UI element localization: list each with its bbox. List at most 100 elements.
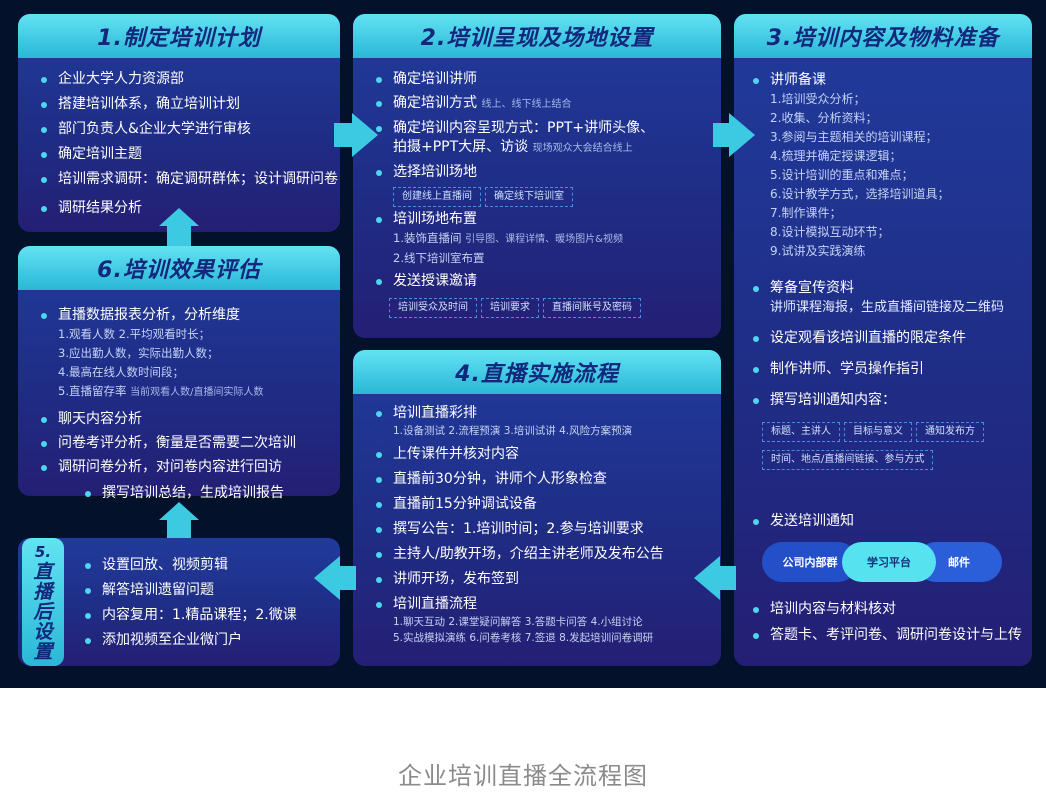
list-item: 确定培训主题 bbox=[40, 145, 330, 164]
sub-item-note: 当前观看人数/直播间实际人数 bbox=[130, 387, 264, 398]
tag: 通知发布方 bbox=[916, 422, 984, 442]
arrow-head bbox=[729, 113, 755, 157]
tag: 直播间账号及密码 bbox=[543, 298, 641, 318]
list-item: 制作讲师、学员操作指引 bbox=[752, 360, 1028, 379]
box-plan-content: 企业大学人力资源部 搭建培训体系，确立培训计划 部门负责人&企业大学进行审核 确… bbox=[40, 70, 338, 218]
sub-item: 7.制作课件； bbox=[770, 206, 842, 220]
sub-item: 讲师课程海报，生成直播间链接及二维码 bbox=[770, 300, 1005, 315]
arrow-head bbox=[159, 502, 199, 520]
tag-row: 培训受众及时间培训要求直播间账号及密码 bbox=[375, 295, 711, 318]
list-item: 上传课件并核对内容 bbox=[375, 445, 711, 464]
flowchart-canvas: 1.制定培训计划 企业大学人力资源部 搭建培训体系，确立培训计划 部门负责人&企… bbox=[0, 0, 1046, 688]
box-evaluation-title: 6.培训效果评估 bbox=[18, 246, 340, 290]
title-char: 设 bbox=[33, 621, 53, 643]
sub-item: 5.实战模拟演练 6.问卷考核 7.签退 8.发起培训问卷调研 bbox=[393, 632, 654, 644]
sub-item: 3.应出勤人数，实际出勤人数； bbox=[58, 346, 219, 360]
tag: 培训受众及时间 bbox=[389, 298, 477, 318]
box-live-process: 4.直播实施流程 培训直播彩排 1.设备测试 2.流程预演 3.培训试讲 4.风… bbox=[353, 350, 721, 666]
list-item: 培训直播彩排 bbox=[375, 404, 711, 423]
list-item: 筹备宣传资料 bbox=[752, 279, 1028, 298]
list-item: 培训内容与材料核对 bbox=[752, 600, 1032, 619]
arrow-head bbox=[314, 556, 340, 600]
sub-item: 8.设计模拟互动环节； bbox=[770, 225, 890, 239]
arrow-head bbox=[159, 208, 199, 226]
tag: 确定线下培训室 bbox=[485, 187, 573, 207]
list-item: 讲师开场，发布签到 bbox=[375, 570, 711, 589]
list-item: 确定培训内容呈现方式：PPT+讲师头像、 bbox=[375, 119, 711, 138]
tag: 目标与意义 bbox=[844, 422, 912, 442]
title-char: 直 bbox=[33, 561, 53, 583]
list-item: 发送授课邀请 bbox=[375, 272, 711, 291]
tag-row: 时间、地点/直播间链接、参与方式 bbox=[752, 447, 1028, 470]
sub-item: 5.直播留存率 当前观看人数/直播间实际人数 bbox=[40, 382, 330, 402]
list-item: 发送培训通知 bbox=[752, 512, 1028, 531]
list-item: 讲师备课 bbox=[752, 71, 1028, 90]
tag: 培训要求 bbox=[481, 298, 539, 318]
tag-row: 创建线上直播间确定线下培训室 bbox=[375, 184, 711, 207]
list-item: 添加视频至企业微门户 bbox=[84, 631, 330, 650]
sub-item: 1.观看人数 2.平均观看时长； bbox=[58, 327, 211, 341]
box-content-materials-content: 讲师备课 1.培训受众分析； 2.收集、分析资料； 3.参阅与主题相关的培训课程… bbox=[752, 71, 1028, 473]
box-presentation-venue: 2.培训呈现及场地设置 确定培训讲师 确定培训方式 线上、线下线上结合 确定培训… bbox=[353, 14, 721, 338]
box-presentation-venue-title: 2.培训呈现及场地设置 bbox=[353, 14, 721, 58]
title-char: 置 bbox=[33, 641, 53, 663]
list-item-label: 拍摄+PPT大屏、访谈 bbox=[393, 139, 529, 155]
sub-item: 5.设计培训的重点和难点； bbox=[770, 168, 914, 182]
diagram-caption: 企业培训直播全流程图 bbox=[398, 762, 648, 790]
arrow-head bbox=[352, 113, 378, 157]
arrow-head bbox=[694, 556, 720, 600]
title-char: 播 bbox=[33, 581, 53, 603]
list-item: 直播前15分钟调试设备 bbox=[375, 495, 711, 514]
box-post-live-content: 设置回放、视频剪辑 解答培训遗留问题 内容复用：1.精品课程；2.微课 添加视频… bbox=[84, 556, 330, 650]
list-item: 设置回放、视频剪辑 bbox=[84, 556, 330, 575]
list-item-label: 确定培训方式 bbox=[393, 95, 477, 111]
list-item: 答题卡、考评问卷、调研问卷设计与上传 bbox=[752, 626, 1032, 645]
arrow-shaft bbox=[167, 226, 191, 246]
box-presentation-venue-content: 确定培训讲师 确定培训方式 线上、线下线上结合 确定培训内容呈现方式：PPT+讲… bbox=[375, 70, 711, 321]
title-char: 5. bbox=[34, 543, 52, 561]
arrow-shaft bbox=[720, 566, 736, 590]
sub-item: 1.设备测试 2.流程预演 3.培训试讲 4.风险方案预演 bbox=[393, 425, 633, 437]
arrow-shaft bbox=[340, 566, 356, 590]
list-item: 搭建培训体系，确立培训计划 bbox=[40, 95, 330, 114]
list-item: 撰写公告：1.培训时间；2.参与培训要求 bbox=[375, 520, 711, 539]
sub-item: 1.装饰直播间 引导图、课程详情、暖场图片&视频 bbox=[375, 229, 711, 249]
tag: 标题、主讲人 bbox=[762, 422, 840, 442]
list-item: 企业大学人力资源部 bbox=[40, 70, 330, 89]
arrow-shaft bbox=[713, 123, 729, 147]
sub-item: 3.参阅与主题相关的培训课程； bbox=[770, 130, 938, 144]
box-plan-title: 1.制定培训计划 bbox=[18, 14, 340, 58]
sub-item-label: 1.装饰直播间 bbox=[393, 231, 462, 245]
box-plan: 1.制定培训计划 企业大学人力资源部 搭建培训体系，确立培训计划 部门负责人&企… bbox=[18, 14, 340, 232]
box-evaluation: 6.培训效果评估 直播数据报表分析，分析维度 1.观看人数 2.平均观看时长； … bbox=[18, 246, 340, 496]
arrow-shaft bbox=[334, 123, 352, 147]
notify-channel-group: 公司内部群 邮件 学习平台 bbox=[762, 542, 1002, 582]
tag-row: 标题、主讲人目标与意义通知发布方 bbox=[752, 419, 1028, 442]
list-item-note: 现场观众大会结合线上 bbox=[532, 143, 633, 154]
list-item-continuation: 拍摄+PPT大屏、访谈 现场观众大会结合线上 bbox=[375, 138, 711, 158]
list-item: 聊天内容分析 bbox=[40, 410, 330, 429]
title-char: 后 bbox=[33, 601, 53, 623]
list-item: 问卷考评分析，衡量是否需要二次培训 bbox=[40, 434, 330, 453]
list-item-note: 线上、线下线上结合 bbox=[481, 99, 572, 110]
list-item: 培训直播流程 bbox=[375, 595, 711, 614]
sub-item: 9.试讲及实践演练 bbox=[770, 244, 866, 258]
arrow-shaft bbox=[167, 520, 191, 538]
list-item: 内容复用：1.精品课程；2.微课 bbox=[84, 606, 330, 625]
sub-item: 4.梳理并确定授课逻辑； bbox=[770, 149, 902, 163]
list-item: 调研结果分析 bbox=[40, 199, 330, 218]
list-item: 确定培训讲师 bbox=[375, 70, 711, 89]
sub-item-label: 5.直播留存率 bbox=[58, 384, 127, 398]
list-item: 设定观看该培训直播的限定条件 bbox=[752, 329, 1028, 348]
list-item: 确定培训方式 线上、线下线上结合 bbox=[375, 94, 711, 114]
list-item: 直播前30分钟，讲师个人形象检查 bbox=[375, 470, 711, 489]
sub-item: 2.线下培训室布置 bbox=[393, 251, 485, 265]
list-item: 部门负责人&企业大学进行审核 bbox=[40, 120, 330, 139]
list-item: 培训场地布置 bbox=[375, 210, 711, 229]
box-content-materials: 3.培训内容及物料准备 讲师备课 1.培训受众分析； 2.收集、分析资料； 3.… bbox=[734, 14, 1032, 666]
list-item: 撰写培训通知内容： bbox=[752, 391, 1028, 410]
box-content-materials-tail: 培训内容与材料核对 答题卡、考评问卷、调研问卷设计与上传 bbox=[752, 600, 1032, 645]
box-evaluation-content: 直播数据报表分析，分析维度 1.观看人数 2.平均观看时长； 3.应出勤人数，实… bbox=[40, 306, 330, 477]
notify-channel-pill: 学习平台 bbox=[842, 542, 936, 582]
list-item: 解答培训遗留问题 bbox=[84, 581, 330, 600]
